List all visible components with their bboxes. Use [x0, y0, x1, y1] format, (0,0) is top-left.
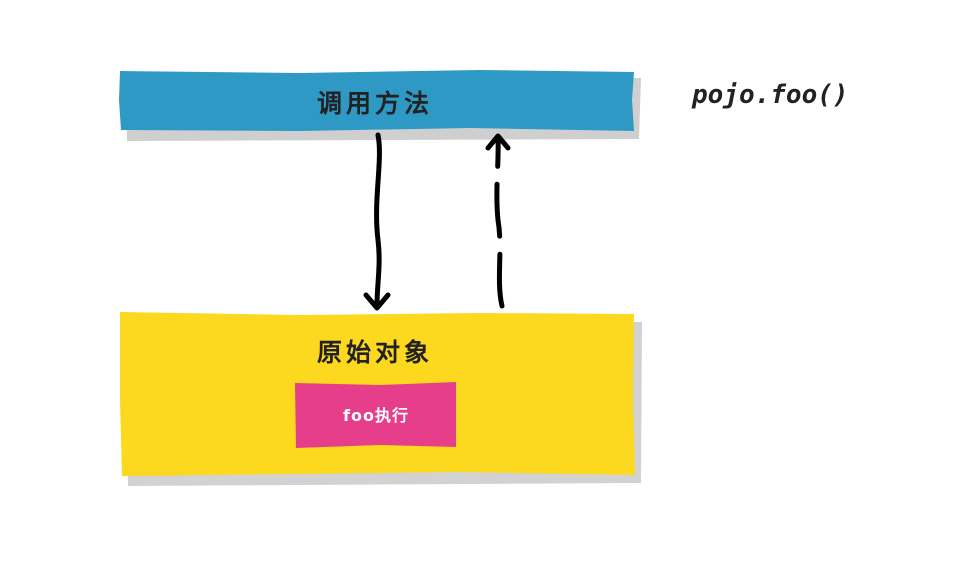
- foo-exec-label: foo执行: [343, 406, 409, 425]
- original-object-label: 原始对象: [316, 338, 434, 367]
- caller-box-label: 调用方法: [316, 89, 434, 118]
- call-arrow-head: [363, 292, 391, 311]
- foo-exec-box: [295, 382, 456, 448]
- return-arrow-line: [494, 134, 505, 309]
- return-arrow-head: [485, 133, 511, 151]
- code-annotation: pojo.foo(): [692, 80, 849, 110]
- caller-box: [119, 70, 634, 131]
- call-arrow-line: [374, 132, 382, 307]
